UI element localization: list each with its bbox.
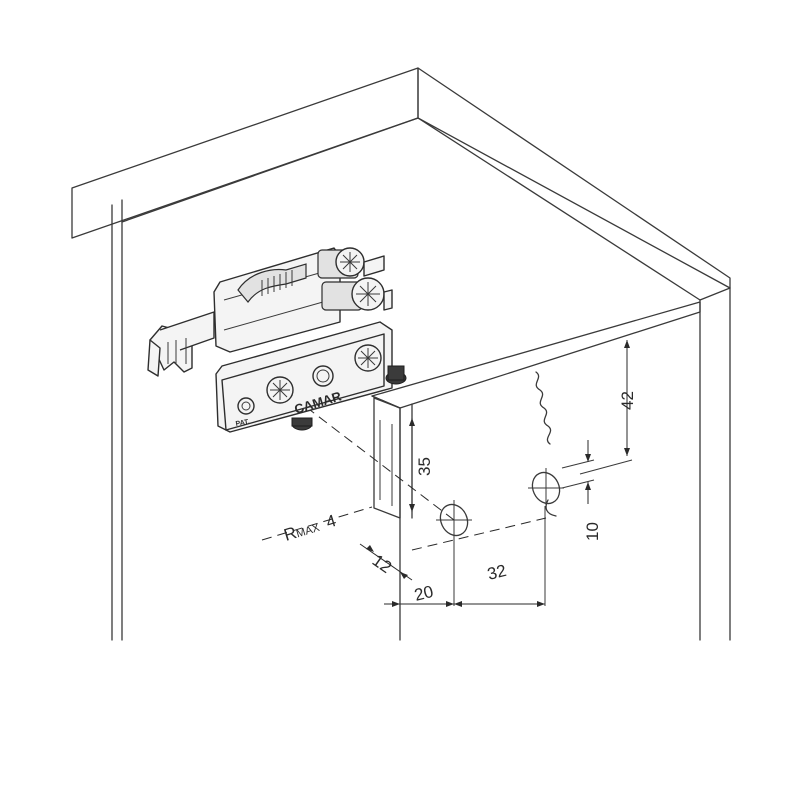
dim-35-label: 35: [415, 457, 434, 476]
radius-label: R MAX 4: [282, 511, 339, 545]
dim-42-label: 42: [618, 391, 637, 410]
spring-coil: [261, 270, 293, 296]
cross-screw-2: [354, 344, 382, 372]
stamp-mark: PAT.: [235, 419, 250, 428]
small-hole: [237, 397, 255, 415]
mounting-holes: [436, 468, 564, 540]
dim-32-label: 32: [485, 561, 508, 584]
radius-suffix: MAX: [295, 522, 322, 541]
locating-dowel-1: [291, 417, 313, 431]
dim-20-label: 20: [412, 582, 435, 605]
dimension-lines: [261, 340, 633, 607]
dim-12-label: 12: [369, 551, 395, 577]
radius-value: 4: [324, 511, 339, 532]
dim-10-label: 10: [583, 522, 602, 541]
dimension-labels: 35 42 10 12 20 32 R MAX 4: [282, 391, 637, 605]
round-boss: [312, 365, 334, 387]
cross-screw-1: [266, 376, 294, 404]
radius-prefix: R: [282, 523, 299, 545]
front-bracket: CAMAR PAT.: [147, 247, 407, 433]
locating-dowel-2: [385, 365, 407, 385]
rear-hole: [528, 468, 564, 508]
adjust-screw-bottom: [321, 277, 393, 311]
adjust-screw-top: [317, 247, 385, 279]
